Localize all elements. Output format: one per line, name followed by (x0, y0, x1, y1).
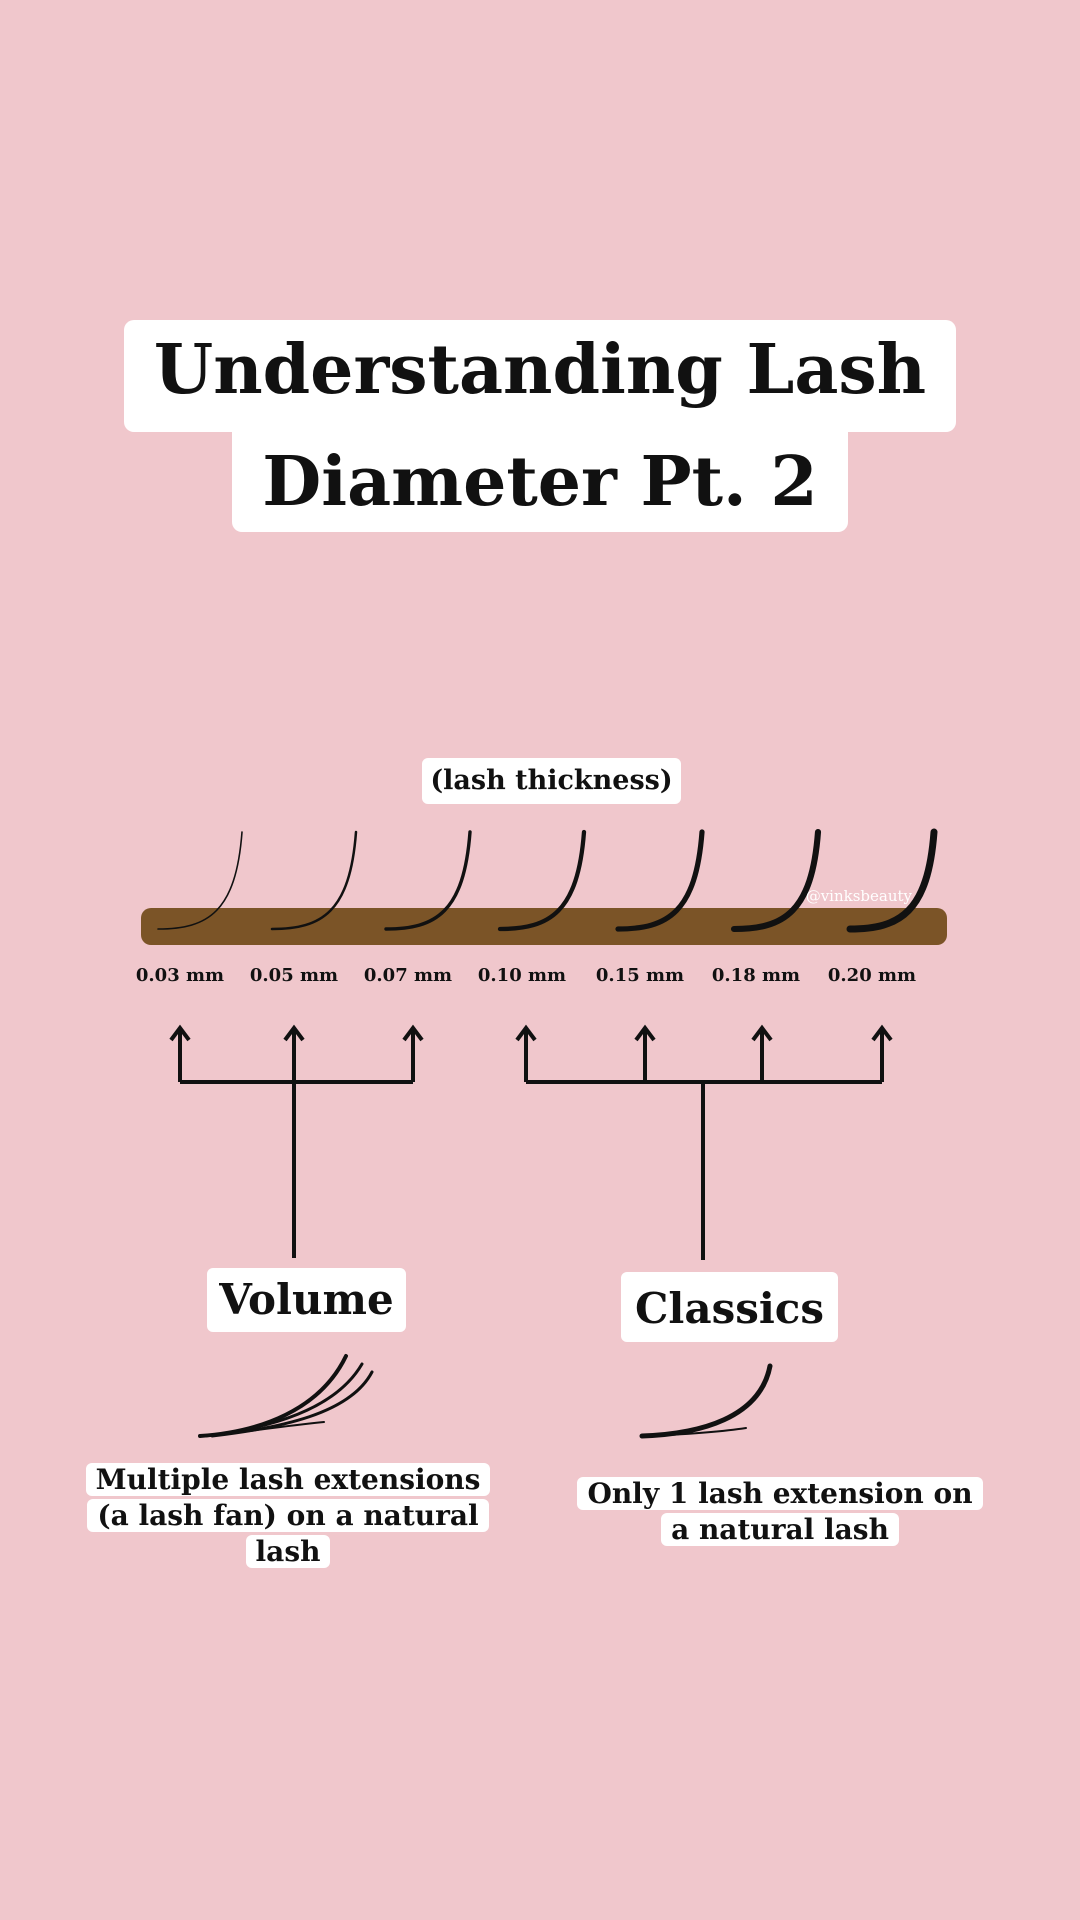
lash-strip (141, 908, 947, 945)
page-title: Understanding Lash Diameter Pt. 2 (0, 320, 1080, 532)
diameter-label-1: 0.03 mm (136, 965, 224, 986)
volume-description: Multiple lash extensions (a lash fan) on… (78, 1462, 498, 1570)
diameter-label-4: 0.10 mm (478, 965, 566, 986)
classics-label: Classics (621, 1272, 838, 1342)
watermark: @vinksbeauty (806, 887, 913, 905)
classics-bracket (515, 1024, 893, 1260)
title-line-1: Understanding Lash (123, 320, 957, 432)
lash-fan-illustration (198, 1354, 374, 1438)
lash-sample-3 (384, 830, 472, 931)
diameter-label-7: 0.20 mm (828, 965, 916, 986)
diameter-label-3: 0.07 mm (364, 965, 452, 986)
lash-sample-5 (615, 829, 705, 932)
lash-sample-6 (730, 828, 822, 933)
lash-sample-2 (270, 830, 358, 931)
volume-bracket (169, 1024, 424, 1258)
classics-description: Only 1 lash extension on a natural lash (570, 1476, 990, 1548)
diameter-labels: 0.03 mm 0.05 mm 0.07 mm 0.10 mm 0.15 mm 0.18 … (136, 965, 916, 986)
lash-thickness-label: (lash thickness) (422, 758, 681, 804)
single-lash-illustration (639, 1363, 773, 1439)
lash-sample-1 (157, 831, 243, 930)
title-line-2: Diameter Pt. 2 (232, 422, 848, 532)
volume-label: Volume (207, 1268, 406, 1332)
diameter-label-2: 0.05 mm (250, 965, 338, 986)
volume-description-text: Multiple lash extensions (a lash fan) on… (85, 1463, 491, 1568)
diameter-label-6: 0.18 mm (712, 965, 800, 986)
classics-description-text: Only 1 lash extension on a natural lash (577, 1477, 983, 1546)
diameter-label-5: 0.15 mm (596, 965, 684, 986)
lash-sample-4 (497, 829, 587, 932)
lash-samples (157, 828, 938, 933)
lash-sample-7 (846, 828, 938, 933)
